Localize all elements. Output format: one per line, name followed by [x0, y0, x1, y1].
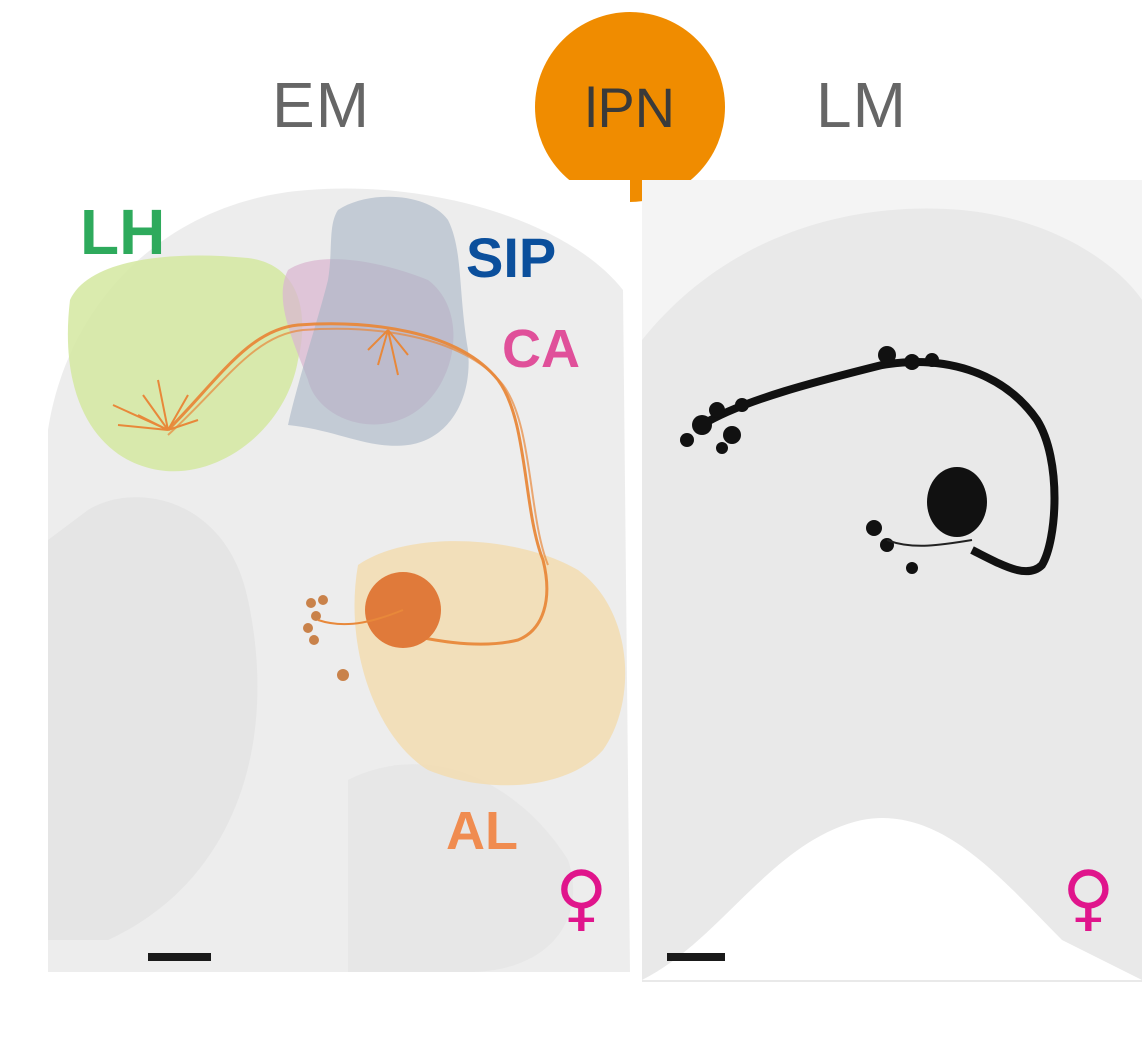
lm-background-region — [642, 818, 1142, 980]
female-symbol-icon: ♀ — [555, 855, 608, 939]
ca-arbor — [367, 329, 409, 376]
al-label: AL — [446, 801, 518, 861]
neuron-type-label: lPN — [584, 75, 676, 139]
soma-tract — [317, 609, 404, 626]
lm-cell-bodies — [866, 520, 918, 574]
lm-scale-bar — [667, 953, 725, 961]
lm-neuron-tract — [699, 358, 1059, 576]
lh-neuropil — [67, 255, 303, 472]
lm-lh-arbor — [680, 398, 749, 454]
lm-ca-arbor — [878, 346, 939, 370]
em-panel-title: EM — [272, 69, 370, 141]
lm-soma-tract — [886, 539, 973, 547]
cell-bodies — [303, 595, 349, 681]
sip-neuropil — [288, 196, 469, 446]
sip-label: SIP — [466, 226, 557, 289]
neuron-tract-secondary — [167, 327, 549, 566]
neuron-type-badge: lPN — [535, 12, 725, 202]
brain-lobe-shade-lower — [348, 764, 574, 972]
lm-glomerulus — [927, 467, 987, 537]
neuron-tract — [166, 322, 549, 646]
lh-label: LH — [80, 196, 166, 268]
lm-panel — [642, 180, 1142, 982]
lh-arbor — [112, 379, 199, 431]
lm-confocal-image — [642, 208, 1142, 982]
em-scale-bar — [148, 953, 211, 961]
lm-panel-title: LM — [816, 69, 907, 141]
brain-lobe-shade — [48, 497, 258, 940]
em-brain-render — [48, 188, 630, 972]
em-panel — [48, 180, 630, 972]
ca-label: CA — [502, 319, 580, 379]
female-symbol-icon: ♀ — [1062, 855, 1115, 939]
